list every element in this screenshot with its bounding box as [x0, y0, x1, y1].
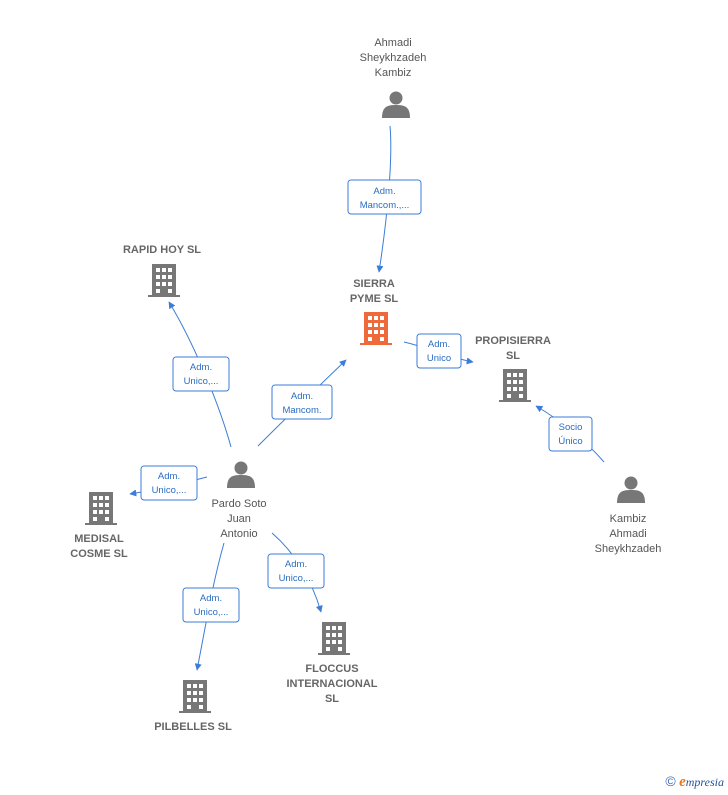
relation-line-1: Adm. [373, 186, 395, 197]
node-pardo-soto-juan-antonio[interactable]: Pardo Soto Juan Antonio [211, 461, 267, 541]
node-label-line: SL [506, 350, 520, 362]
node-label-line: Antonio [220, 528, 257, 540]
building-icon [318, 622, 350, 655]
node-medisal-cosme-sl[interactable]: MEDISAL COSME SL [70, 492, 128, 560]
node-label-line: Juan [227, 513, 251, 525]
relation-r8[interactable]: Adm. Unico,... [182, 587, 240, 623]
node-label-line: PYME SL [350, 293, 399, 305]
relation-line-1: Adm. [190, 362, 212, 373]
node-label-line: PILBELLES SL [154, 721, 232, 733]
copyright-icon: © [665, 773, 676, 789]
node-pilbelles-sl[interactable]: PILBELLES SL [154, 680, 232, 733]
node-label-line: Ahmadi [609, 528, 646, 540]
node-propisierra-sl[interactable]: PROPISIERRA SL [475, 335, 551, 402]
relation-r3[interactable]: Adm. Unico,... [172, 356, 230, 392]
relation-line-1: Adm. [428, 339, 450, 350]
node-label-line: Pardo Soto [211, 498, 266, 510]
node-label-line: Kambiz [375, 67, 412, 79]
node-label-line: FLOCCUS [305, 663, 358, 675]
node-label-line: Kambiz [610, 513, 647, 525]
building-icon [148, 264, 180, 297]
relation-line-2: Unico [427, 353, 451, 364]
relation-line-2: Unico,... [152, 485, 187, 496]
brand-logo: empresia [679, 774, 724, 790]
relation-r7[interactable]: Adm. Unico,... [267, 553, 325, 589]
brand-name: mpresia [685, 775, 724, 789]
building-icon [360, 312, 392, 345]
relation-line-2: Único [558, 436, 582, 447]
node-label-line: Ahmadi [374, 37, 411, 49]
node-kambiz-ahmadi-sheykhzadeh[interactable]: Kambiz Ahmadi Sheykhzadeh [595, 476, 662, 556]
node-label-line: RAPID HOY SL [123, 244, 201, 256]
node-label-line: COSME SL [70, 548, 128, 560]
relation-r6[interactable]: Adm. Unico,... [140, 465, 198, 501]
brand-initial: e [679, 774, 686, 790]
node-label-line: PROPISIERRA [475, 335, 551, 347]
building-icon [499, 369, 531, 402]
node-label-line: SL [325, 693, 339, 705]
relation-r4[interactable]: Adm. Mancom. [271, 384, 333, 420]
relation-r1[interactable]: Adm. Mancom.,... [347, 179, 422, 215]
node-ahmadi-sheykhzadeh-kambiz[interactable]: Ahmadi Sheykhzadeh Kambiz [360, 37, 427, 118]
relation-line-1: Socio [559, 422, 583, 433]
relation-line-1: Adm. [200, 593, 222, 604]
person-icon [617, 476, 645, 503]
relation-line-2: Mancom. [282, 405, 321, 416]
relation-line-1: Adm. [158, 471, 180, 482]
node-floccus-internacional-sl[interactable]: FLOCCUS INTERNACIONAL SL [286, 622, 378, 705]
person-icon [382, 91, 410, 118]
relation-line-1: Adm. [291, 391, 313, 402]
node-label-line: Sheykhzadeh [360, 52, 427, 64]
node-label-line: INTERNACIONAL [286, 678, 377, 690]
person-icon [227, 461, 255, 488]
building-icon [85, 492, 117, 525]
node-label-line: MEDISAL [74, 533, 124, 545]
building-icon [179, 680, 211, 713]
footer-brand[interactable]: © empresia [665, 773, 724, 791]
node-sierra-pyme-sl[interactable]: SIERRA PYME SL [350, 278, 399, 345]
node-rapid-hoy-sl[interactable]: RAPID HOY SL [123, 244, 201, 297]
relation-line-1: Adm. [285, 559, 307, 570]
relation-r5[interactable]: Socio Único [548, 416, 593, 452]
relation-line-2: Unico,... [184, 376, 219, 387]
node-label-line: Sheykhzadeh [595, 543, 662, 555]
relation-r2[interactable]: Adm. Unico [416, 333, 462, 369]
relation-line-2: Mancom.,... [360, 200, 410, 211]
node-label-line: SIERRA [353, 278, 395, 290]
relation-line-2: Unico,... [194, 607, 229, 618]
relation-line-2: Unico,... [279, 573, 314, 584]
